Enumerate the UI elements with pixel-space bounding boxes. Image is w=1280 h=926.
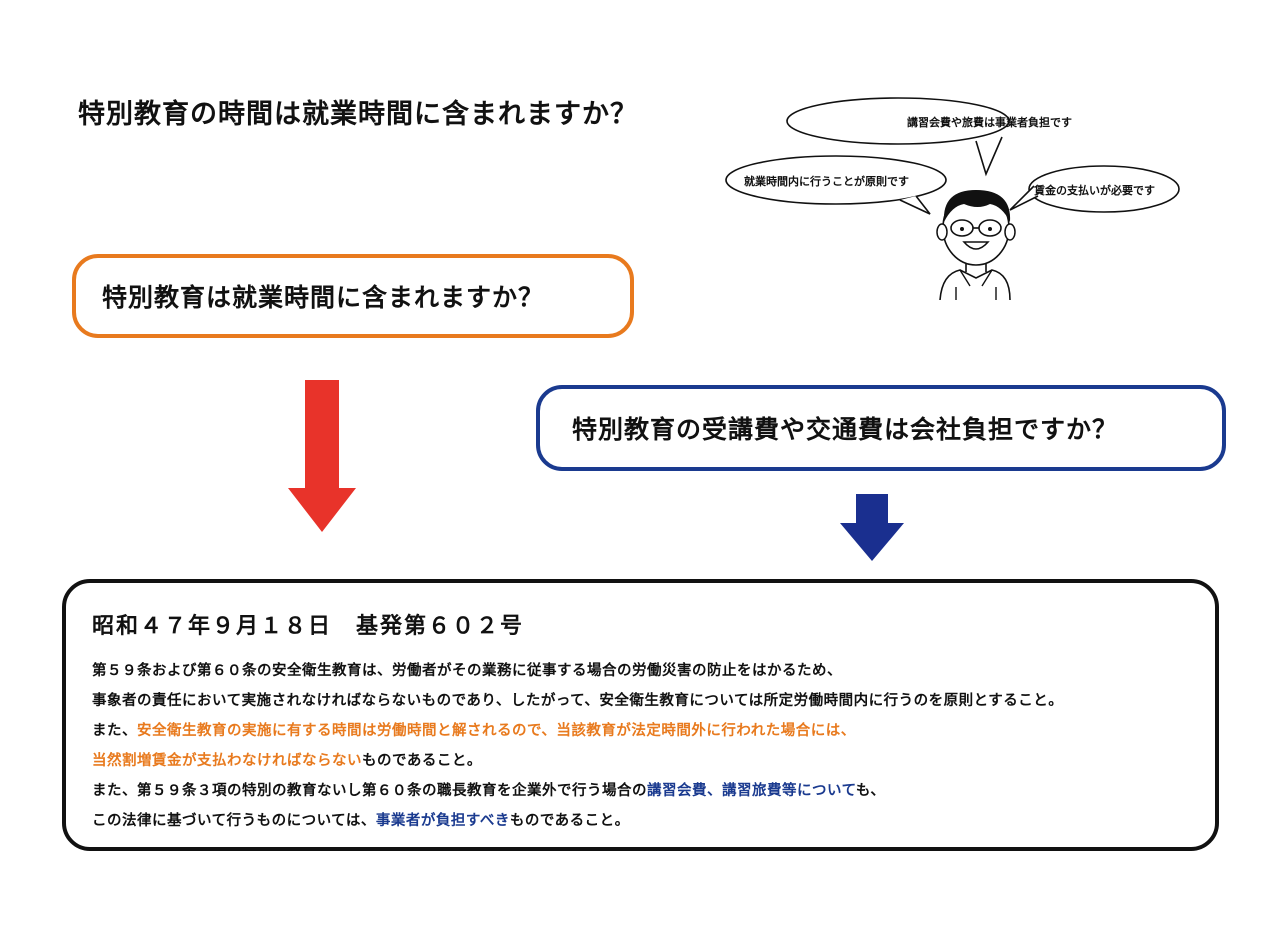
notice-line-4-highlight: 当然割増賃金が支払わなければならない xyxy=(92,753,362,769)
notice-line-1: 第５９条および第６０条の安全衛生教育は、労働者がその業務に従事する場合の労働災害… xyxy=(92,663,842,679)
notice-line-2: 事象者の責任において実施されなければならないものであり、したがって、安全衛生教育… xyxy=(92,693,1064,709)
question-orange-text: 特別教育は就業時間に含まれますか？ xyxy=(102,283,545,312)
question-box-blue: 特別教育の受講費や交通費は会社負担ですか？ xyxy=(536,385,1226,471)
speech-bubble-left: 就業時間内に行うことが原則です xyxy=(744,175,909,188)
notice-line-5: また、第５９条３項の特別の教育ないし第６０条の職長教育を企業外で行う場合の講習会… xyxy=(92,779,885,800)
notice-box xyxy=(62,579,1219,851)
notice-line-3: また、安全衛生教育の実施に有する時間は労働時間と解されるので、当該教育が法定時間… xyxy=(92,719,856,740)
page-title: 特別教育の時間は就業時間に含まれますか？ xyxy=(78,99,638,130)
person-illustration-icon xyxy=(725,97,1180,301)
notice-line-3-prefix: また、 xyxy=(92,723,137,739)
question-blue-text: 特別教育の受講費や交通費は会社負担ですか？ xyxy=(572,415,1119,444)
notice-heading: 昭和４７年９月１８日 基発第６０２号 xyxy=(92,614,525,639)
notice-line-6-highlight: 事業者が負担すべき xyxy=(375,813,510,829)
speech-bubble-right: 賃金の支払いが必要です xyxy=(1034,184,1155,197)
blue-down-arrow-icon xyxy=(840,494,904,561)
notice-line-6: この法律に基づいて行うものについては、事業者が負担すべきものであること。 xyxy=(92,809,630,830)
notice-line-4-suffix: ものであること。 xyxy=(362,753,482,769)
red-down-arrow-icon xyxy=(288,380,356,532)
notice-line-6-suffix: ものであること。 xyxy=(509,813,630,829)
question-box-orange: 特別教育は就業時間に含まれますか？ xyxy=(72,254,634,338)
notice-line-5-highlight: 講習会費、講習旅費等について xyxy=(647,783,856,799)
notice-line-3-highlight: 安全衛生教育の実施に有する時間は労働時間と解されるので、当該教育が法定時間外に行… xyxy=(137,723,856,739)
notice-line-5-prefix: また、第５９条３項の特別の教育ないし第６０条の職長教育を企業外で行う場合の xyxy=(92,783,647,799)
notice-line-5-suffix: も、 xyxy=(855,783,886,799)
speech-bubble-top: 講習会費や旅費は事業者負担です xyxy=(907,116,1072,129)
notice-line-6-prefix: この法律に基づいて行うものについては、 xyxy=(92,813,376,829)
notice-line-4: 当然割増賃金が支払わなければならないものであること。 xyxy=(92,749,482,770)
